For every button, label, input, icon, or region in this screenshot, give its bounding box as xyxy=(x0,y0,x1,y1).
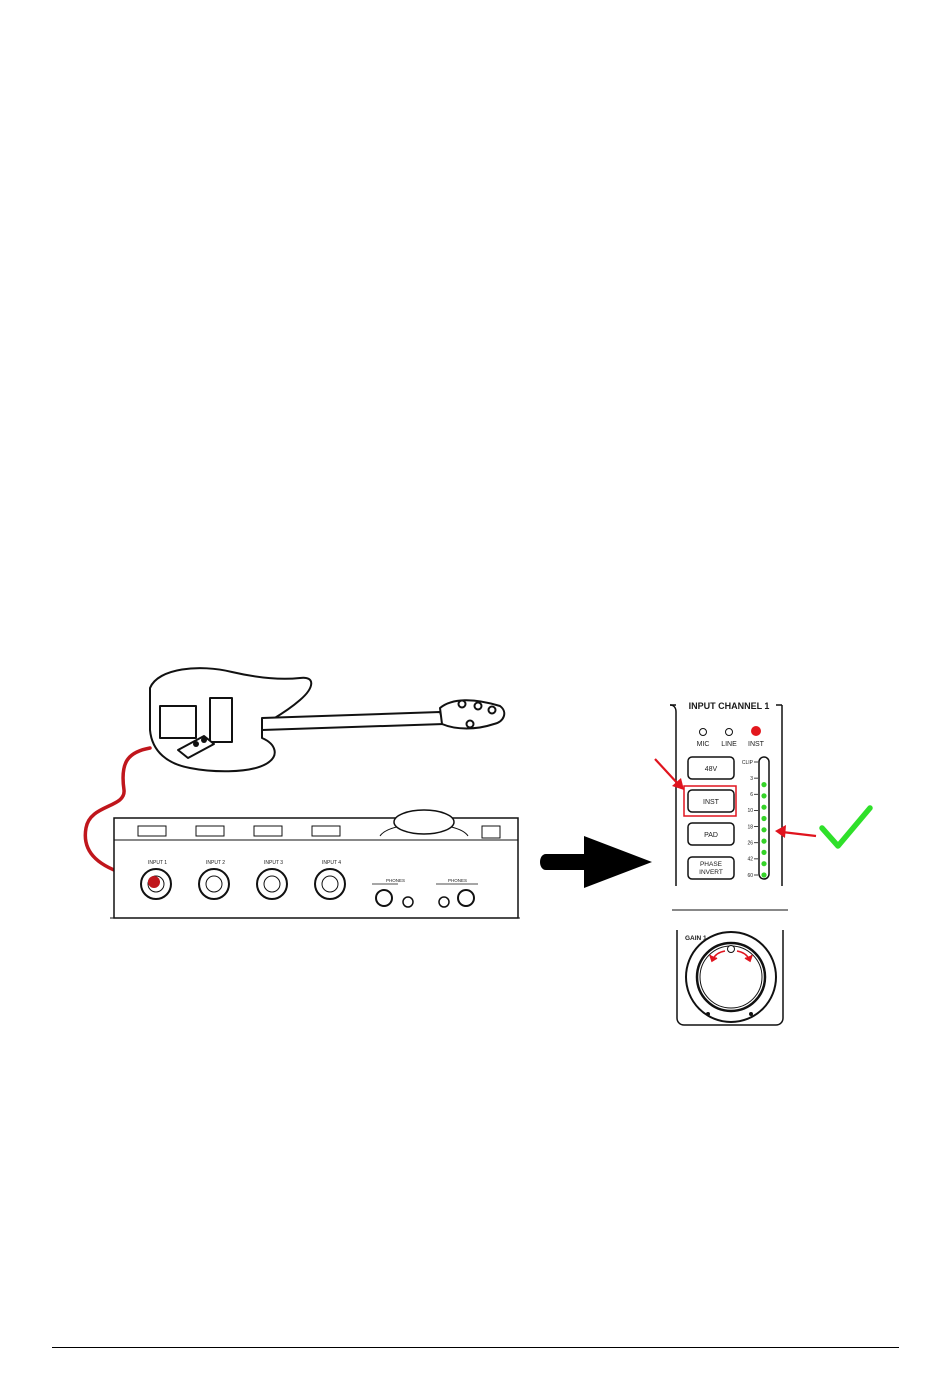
invert-label: INVERT xyxy=(699,869,723,876)
phones-label: PHONES xyxy=(448,878,467,883)
audio-interface-icon: INPUT 1 INPUT 2 INPUT 3 INPUT 4 PHONES P… xyxy=(110,810,520,918)
inst-label: INST xyxy=(748,741,765,748)
checkmark-icon xyxy=(822,808,870,846)
meter-led-lit xyxy=(761,816,766,821)
meter-scale-label: 42 xyxy=(747,857,753,863)
phones-label: PHONES xyxy=(386,878,405,883)
bass-guitar-icon xyxy=(150,668,504,771)
meter-pointer-arrow xyxy=(775,825,816,838)
meter-led-lit xyxy=(761,861,766,866)
input-label: INPUT 3 xyxy=(264,860,283,866)
meter-led-lit xyxy=(761,782,766,787)
inst-pointer-arrow xyxy=(655,759,684,790)
meter-led-off xyxy=(761,759,766,764)
meter-scale-label: 10 xyxy=(747,808,753,814)
line-led xyxy=(726,729,733,736)
meter-led-lit xyxy=(761,793,766,798)
meter-led-lit xyxy=(761,839,766,844)
inst-button-label: INST xyxy=(703,799,720,806)
mic-led xyxy=(700,729,707,736)
pad-button[interactable]: PAD xyxy=(688,823,734,845)
input-label: INPUT 4 xyxy=(322,860,341,866)
inst-led xyxy=(751,726,761,736)
input-label: INPUT 2 xyxy=(206,860,225,866)
48v-button-label: 48V xyxy=(705,766,718,773)
meter-led-lit xyxy=(761,805,766,810)
line-label: LINE xyxy=(721,741,737,748)
panel-title: INPUT CHANNEL 1 xyxy=(689,701,770,711)
meter-led-off xyxy=(761,771,766,776)
meter-scale-label: 18 xyxy=(747,824,753,830)
meter-scale: CLIP 3 6 10 18 26 42 60 xyxy=(742,760,758,879)
right-arrow-icon xyxy=(540,836,652,888)
meter-scale-label: 26 xyxy=(747,841,753,847)
meter-led-lit xyxy=(761,827,766,832)
phase-invert-button[interactable]: PHASE INVERT xyxy=(688,857,734,879)
meter-scale-label: CLIP xyxy=(742,760,754,766)
phase-label: PHASE xyxy=(700,861,723,868)
pad-button-label: PAD xyxy=(704,832,718,839)
mic-label: MIC xyxy=(697,741,710,748)
input-channel-panel: INPUT CHANNEL 1 MIC LINE INST 48V INST P… xyxy=(670,701,788,1025)
meter-scale-label: 60 xyxy=(747,873,753,879)
meter-led-lit xyxy=(761,850,766,855)
inst-button[interactable]: INST xyxy=(688,790,734,812)
meter-scale-label: 3 xyxy=(750,776,753,782)
input-label: INPUT 1 xyxy=(148,860,167,866)
meter-led-lit xyxy=(761,872,766,877)
footer-rule xyxy=(52,1347,899,1348)
48v-button[interactable]: 48V xyxy=(688,757,734,779)
meter-scale-label: 6 xyxy=(750,792,753,798)
gain-knob[interactable] xyxy=(686,932,776,1022)
